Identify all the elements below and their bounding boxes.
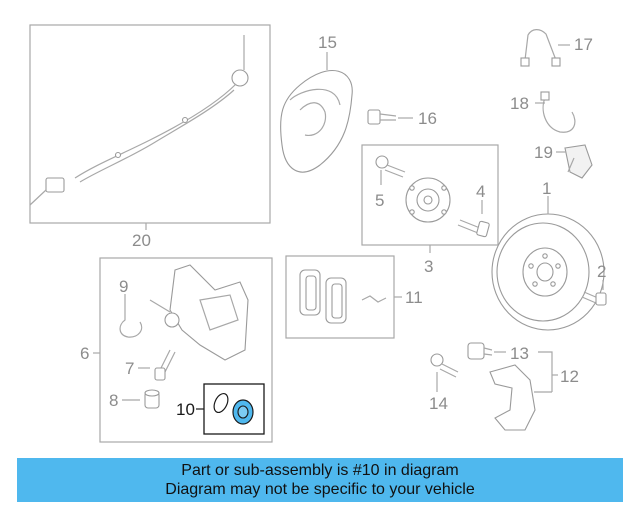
part-9-spring	[119, 300, 143, 338]
part-14-bolt	[430, 353, 459, 378]
info-banner: Part or sub-assembly is #10 in diagram D…	[17, 458, 623, 502]
label-8: 8	[109, 391, 118, 410]
label-18: 18	[510, 94, 529, 113]
label-2: 2	[597, 262, 606, 281]
part-18-wear-sensor	[540, 91, 576, 133]
label-13: 13	[510, 344, 529, 363]
part-3-hub	[405, 177, 451, 223]
part-12-caliper-bracket	[489, 364, 536, 431]
label-3: 3	[424, 257, 433, 276]
label-12: 12	[560, 367, 579, 386]
label-17: 17	[574, 35, 593, 54]
part-13-bushing	[467, 342, 493, 360]
part-20-abs-wire	[29, 24, 271, 224]
part-10-seal-kit	[213, 392, 254, 425]
part-17-wear-sensor	[520, 29, 561, 67]
label-1: 1	[542, 179, 551, 198]
part-7-bleeder	[154, 349, 176, 381]
label-20: 20	[132, 231, 151, 250]
label-19: 19	[534, 143, 553, 162]
label-11: 11	[405, 288, 423, 307]
banner-line-1: Part or sub-assembly is #10 in diagram	[181, 462, 459, 479]
label-10: 10	[176, 400, 195, 419]
label-15: 15	[318, 33, 337, 52]
part-16-bolt	[367, 109, 397, 125]
part-19-abs-sensor	[564, 144, 593, 179]
label-5: 5	[375, 191, 384, 210]
part-8-cap	[144, 389, 160, 409]
label-4: 4	[476, 182, 485, 201]
part-1-brake-rotor	[491, 213, 605, 331]
part-15-dust-shield	[280, 69, 353, 173]
part-4-bolt	[457, 219, 490, 238]
label-16: 16	[418, 109, 437, 128]
banner-line-2: Diagram may not be specific to your vehi…	[165, 481, 475, 498]
part-6-box	[99, 257, 273, 443]
label-14: 14	[429, 394, 448, 413]
part-2-bolt	[581, 291, 607, 306]
label-9: 9	[119, 277, 128, 296]
label-6: 6	[80, 344, 89, 363]
part-6-caliper	[149, 264, 249, 361]
part-5-bolt	[375, 155, 406, 178]
part-11-brake-pads	[299, 269, 387, 324]
label-7: 7	[125, 359, 134, 378]
